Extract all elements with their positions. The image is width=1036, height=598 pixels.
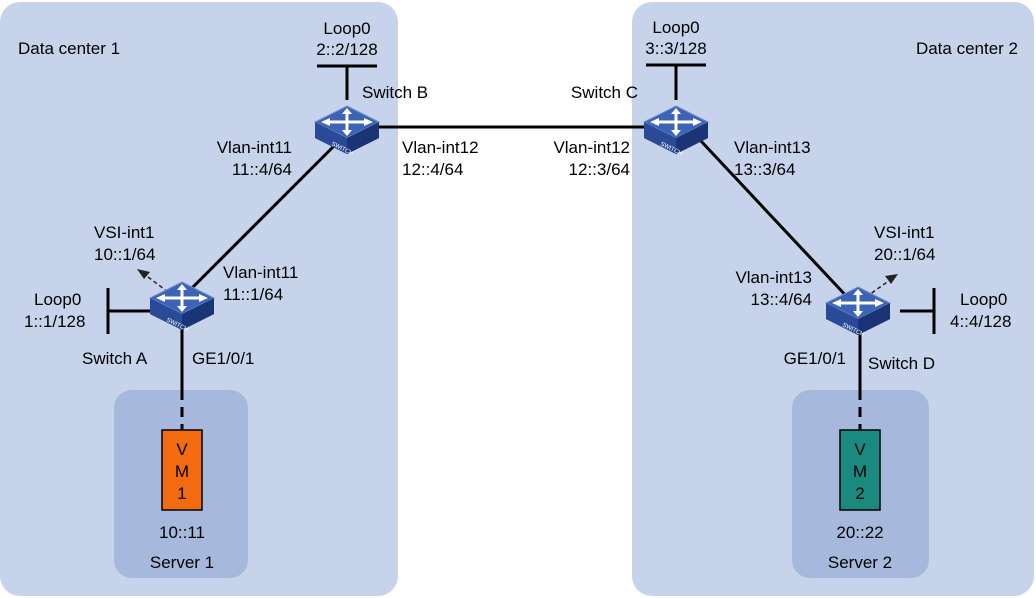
switch-c-to-b-name: Vlan-int12: [553, 138, 630, 157]
vm-2-ip: 20::22: [836, 523, 883, 542]
link-switch-c-d: [698, 138, 852, 302]
switch-a-vsi-name: VSI-int1: [94, 223, 154, 242]
switch-d-uplink-ip: 13::4/64: [751, 290, 812, 309]
datacenter-2-title: Data center 2: [916, 39, 1018, 58]
vsi-d-arrowhead: [885, 274, 898, 284]
datacenter-1-title: Data center 1: [18, 39, 120, 58]
vsi-a-arrowhead: [137, 269, 150, 279]
switch-d-loopback-name: Loop0: [960, 290, 1007, 309]
server-2-name: Server 2: [828, 553, 892, 572]
switch-b-name: Switch B: [362, 83, 428, 102]
switch-b-to-a-name: Vlan-int11: [217, 138, 292, 157]
switch-d-uplink-name: Vlan-int13: [735, 268, 812, 287]
switch-c-name: Switch C: [571, 83, 638, 102]
switch-d-vsi-name: VSI-int1: [874, 223, 934, 242]
switch-c-loopback-ip: 3::3/128: [645, 39, 706, 58]
vm-2[interactable]: V M 2: [839, 429, 881, 511]
vm-1-box: [161, 429, 203, 511]
switch-a-name: Switch A: [82, 349, 148, 368]
switch-a-uplink-ip: 11::1/64: [223, 285, 283, 304]
switch-c-to-b-ip: 12::3/64: [569, 160, 630, 179]
switch-b-loopback-ip: 2::2/128: [316, 40, 377, 59]
switch-d-vsi-ip: 20::1/64: [874, 245, 935, 264]
switch-b-to-c-name: Vlan-int12: [402, 138, 479, 157]
server-1-name: Server 1: [150, 553, 214, 572]
vm-1-ip: 10::11: [159, 523, 205, 542]
switch-b-to-a-ip: 11::4/64: [232, 160, 292, 179]
switch-d-name: Switch D: [868, 354, 935, 373]
switch-a-downlink-port: GE1/0/1: [192, 349, 254, 368]
switch-b-to-c-ip: 12::4/64: [402, 160, 463, 179]
vm-1-letter-2: M: [175, 462, 189, 481]
vm-1-letter-1: V: [176, 440, 188, 459]
switch-a-vsi-ip: 10::1/64: [94, 245, 155, 264]
vm-2-letter-2: M: [853, 462, 867, 481]
switch-a-loopback-ip: 1::1/128: [24, 312, 85, 331]
switch-c-to-d-ip: 13::3/64: [734, 160, 795, 179]
switch-c-loopback-name: Loop0: [652, 18, 699, 37]
vm-2-letter-1: V: [854, 440, 866, 459]
switch-a-loopback-name: Loop0: [34, 290, 81, 309]
vm-1-letter-3: 1: [177, 484, 186, 503]
vm-2-box: [839, 429, 881, 511]
vsi-d-arrow: [865, 279, 891, 298]
switch-d-downlink-port: GE1/0/1: [784, 349, 846, 368]
switch-c-to-d-name: Vlan-int13: [734, 138, 811, 157]
vm-2-letter-3: 2: [855, 484, 864, 503]
vsi-a-arrow: [143, 273, 169, 293]
switch-d-loopback-ip: 4::4/128: [950, 312, 1011, 331]
link-switch-a-b: [183, 138, 342, 297]
vm-1[interactable]: V M 1: [161, 429, 203, 511]
switch-a-uplink-name: Vlan-int11: [223, 263, 298, 282]
switch-b-loopback-name: Loop0: [323, 19, 370, 38]
